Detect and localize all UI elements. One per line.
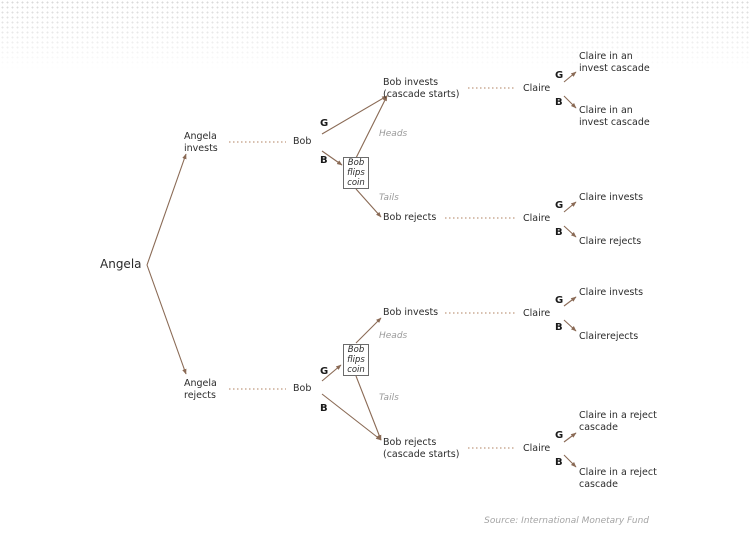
node-claire-reject-cascade-b: Claire in a reject cascade: [579, 467, 657, 490]
node-bob-upper: Bob: [293, 136, 312, 147]
signal-g-claire-4: G: [555, 430, 564, 441]
arrow-claire3-b: [563, 319, 577, 332]
arrow-claire4-g: [563, 432, 577, 443]
signal-b-claire-4: B: [555, 457, 563, 468]
dotted-header-texture: [0, 0, 750, 70]
node-angela: Angela: [100, 257, 142, 271]
signal-g-bob-lower: G: [320, 366, 329, 377]
label-heads-upper: Heads: [379, 129, 408, 139]
node-claire-invests-upper: Claire invests: [579, 192, 644, 203]
arrow-angela-rejects: [146, 264, 187, 375]
node-claire-rejects-upper: Claire rejects: [579, 236, 642, 247]
arrow-bob-g-upper: [321, 95, 388, 135]
arrow-coin-heads-lower: [355, 317, 382, 344]
arrow-bob-b-upper: [321, 150, 343, 166]
arrow-bob-b-lower: [321, 393, 382, 441]
node-angela-invests: Angela invests: [184, 131, 218, 154]
arrow-claire3-g: [563, 296, 577, 307]
node-angela-rejects: Angela rejects: [184, 378, 217, 401]
arrow-claire2-g: [563, 201, 577, 213]
node-bob-rejects-cascade: Bob rejects (cascade starts): [383, 437, 460, 460]
source-note: Source: International Monetary Fund: [484, 516, 649, 526]
arrow-angela-invests: [146, 153, 187, 266]
signal-b-bob-lower: B: [320, 403, 328, 414]
arrow-claire4-b: [563, 454, 577, 468]
label-tails-upper: Tails: [379, 193, 399, 203]
signal-b-claire-2: B: [555, 227, 563, 238]
signal-b-claire-3: B: [555, 322, 563, 333]
signal-g-claire-2: G: [555, 200, 564, 211]
node-bob-rejects: Bob rejects: [383, 212, 437, 223]
signal-b-bob-upper: B: [320, 155, 328, 166]
arrow-coin-heads-upper: [355, 95, 388, 159]
signal-g-bob-upper: G: [320, 118, 329, 129]
coin-flip-box-lower: Bob flips coin: [343, 344, 369, 376]
node-claire-4: Claire: [523, 443, 551, 454]
signal-g-claire-1: G: [555, 70, 564, 81]
node-bob-invests: Bob invests: [383, 307, 439, 318]
node-bob-invests-cascade: Bob invests (cascade starts): [383, 77, 460, 100]
arrow-coin-tails-upper: [355, 188, 382, 218]
arrow-bob-g-lower: [321, 364, 342, 382]
label-tails-lower: Tails: [379, 393, 399, 403]
node-bob-lower: Bob: [293, 383, 312, 394]
node-claire-3: Claire: [523, 308, 551, 319]
label-heads-lower: Heads: [379, 331, 408, 341]
node-claire-reject-cascade-g: Claire in a reject cascade: [579, 410, 657, 433]
node-claire-2: Claire: [523, 213, 551, 224]
node-claire-invest-cascade-b: Claire in an invest cascade: [579, 105, 650, 128]
node-claire-invests-lower: Claire invests: [579, 287, 644, 298]
signal-g-claire-3: G: [555, 295, 564, 306]
node-claire-1: Claire: [523, 83, 551, 94]
arrow-claire1-g: [563, 71, 577, 83]
signal-b-claire-1: B: [555, 97, 563, 108]
arrow-claire1-b: [563, 95, 577, 109]
arrow-claire2-b: [563, 225, 577, 238]
node-claire-rejects-lower: Clairerejects: [579, 331, 639, 342]
coin-flip-box-upper: Bob flips coin: [343, 157, 369, 189]
arrow-coin-tails-lower: [355, 375, 382, 441]
node-claire-invest-cascade-g: Claire in an invest cascade: [579, 51, 650, 74]
